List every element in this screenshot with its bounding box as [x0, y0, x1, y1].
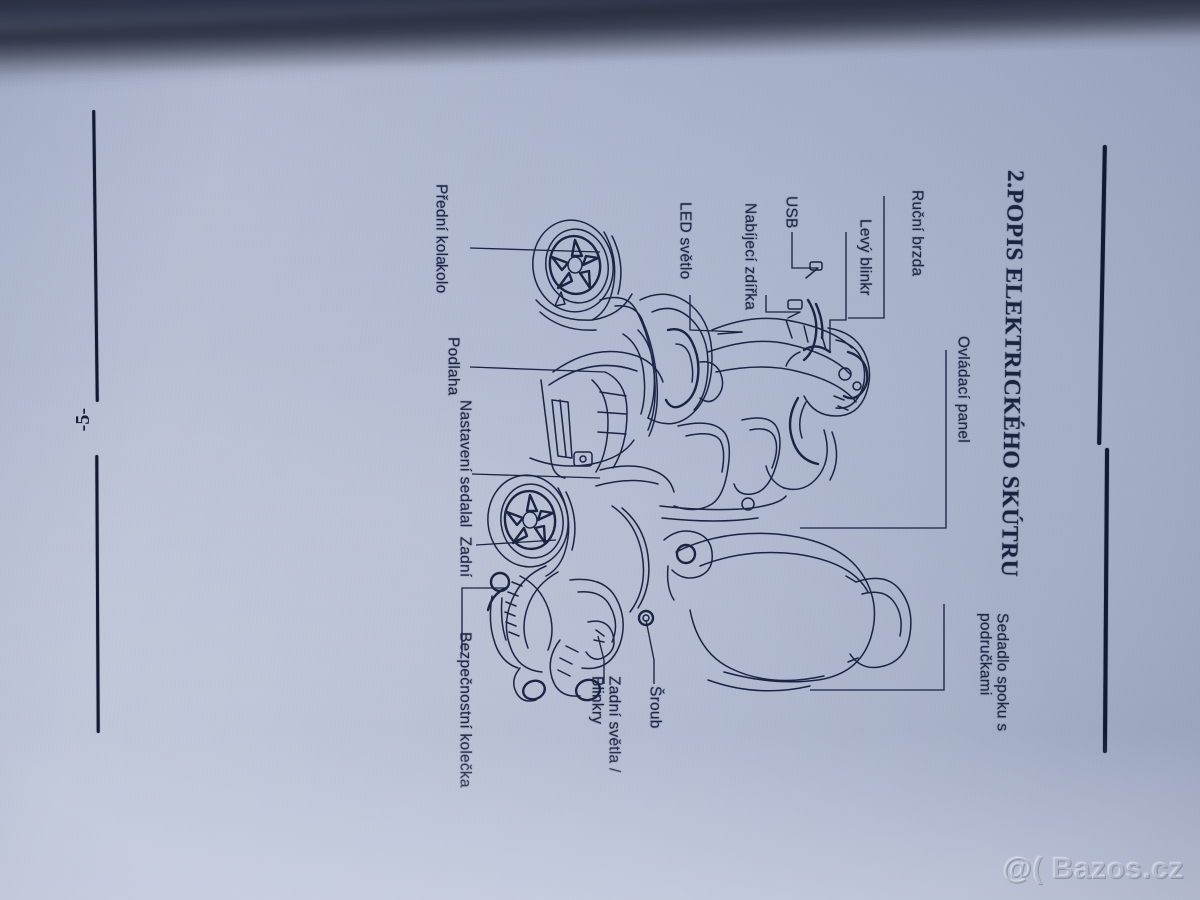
page-title: 2.POPIS ELEKTRICKÉHO SKÚTRU: [995, 169, 1029, 578]
header-rule-top: [1097, 144, 1107, 446]
callout-bezpecnostni-kolecka: Bezpečnostní kolečka: [456, 632, 474, 788]
page-edge-shadow-soft: [0, 0, 1200, 92]
front-wheel: [532, 219, 633, 331]
callout-sedadlo-podruckami: Sedadlo spoku s područkami: [976, 613, 1011, 732]
callout-zadni-svetla: Zadní světla / Blinkry: [588, 676, 623, 773]
callout-podlaha: Podlaha: [444, 337, 462, 396]
callout-levy-blinkr: Levý blinkr: [856, 219, 874, 296]
bazos-watermark: @( Bazos.cz: [1002, 852, 1184, 885]
callout-rucni-brzda: Ruční brzda: [908, 190, 926, 277]
rear-wheel: [487, 474, 576, 577]
footer-rule-top: [92, 109, 99, 403]
page-edge-shadow: [0, 0, 1200, 78]
callout-nabijeci-zdirka: Nabíjecí zdířka: [741, 203, 759, 311]
callout-predni-kola: Přední kola: [432, 184, 450, 266]
callout-ovladaci-panel: Ovládací panel: [954, 336, 972, 443]
callout-sroub: Šroub: [646, 686, 664, 729]
leader-lines: [461, 196, 947, 691]
callout-usb: USB: [782, 196, 800, 229]
callout-led-svetlo: LED světlo: [676, 202, 694, 280]
steering-column: [529, 296, 664, 479]
header-rule-bottom: [1102, 447, 1109, 754]
deck-footplate: [591, 371, 628, 473]
front-shroud-headlight: [639, 293, 743, 425]
tiller-handlebar: [707, 261, 871, 491]
rear-frame-castors: [486, 451, 675, 702]
footer-rule-bottom: [95, 454, 100, 734]
seat-armrests: [659, 417, 912, 692]
callout-kolo: kolo: [432, 264, 450, 294]
page-number: -5-: [72, 408, 94, 432]
callout-nastaveni-sedadla: Nastavení sedalal Zadní: [456, 400, 474, 578]
